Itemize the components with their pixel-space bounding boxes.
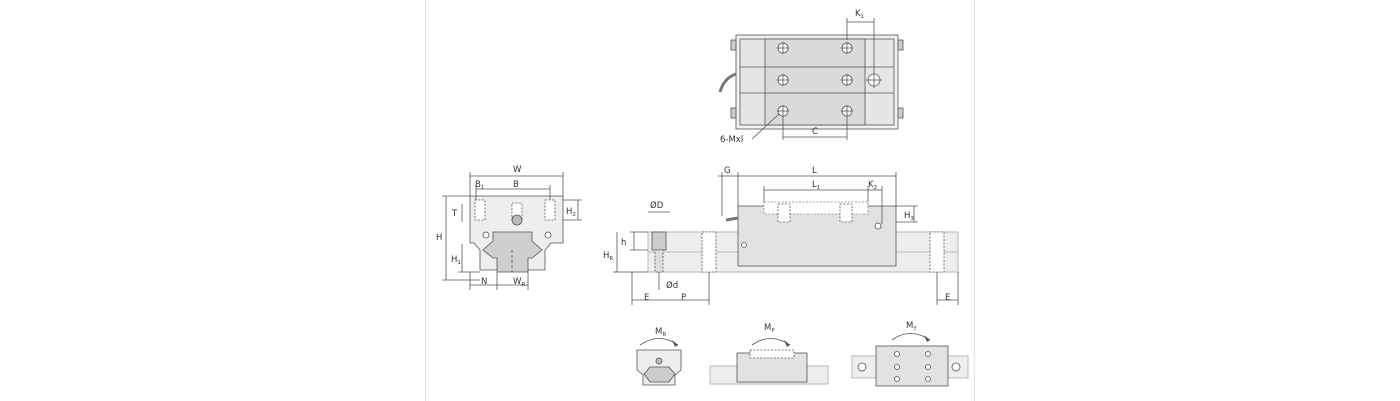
od-small-label: Ød: [666, 280, 678, 291]
end-cap-bl: [730, 107, 737, 119]
end-hole-icon: [866, 72, 882, 88]
e-right-label: E: [945, 293, 950, 303]
block-side: [737, 205, 897, 267]
tap-hole-side-right: [839, 203, 853, 223]
l-label: L: [812, 166, 817, 176]
counterbore-d: [651, 231, 667, 251]
g-label: G: [724, 166, 731, 176]
bolt-hole-d: [654, 249, 664, 273]
t-label: T: [451, 209, 458, 219]
moment-mr-view: [636, 338, 682, 386]
moment-my-view: [851, 333, 969, 387]
top-view: [718, 18, 904, 140]
h-label: H: [436, 233, 442, 243]
k2-label: K2: [868, 180, 877, 191]
h-small-label: h: [621, 238, 626, 248]
k1-label: K1: [855, 9, 864, 20]
b-label: B: [513, 180, 519, 190]
wr-label: WR: [513, 277, 525, 288]
end-seal-screw-icon: [874, 222, 882, 230]
hr-label: HR: [603, 251, 613, 262]
b1-label: B1: [475, 180, 484, 191]
mounting-hole-icon: [777, 105, 789, 117]
holes-leader: [751, 113, 780, 140]
w-label: W: [513, 165, 522, 175]
moment-arrow-icon: [751, 338, 791, 346]
mounting-hole-icon: [777, 74, 789, 86]
end-view-rail: [482, 231, 543, 273]
seal-screw-icon: [482, 231, 490, 239]
mounting-hole-icon: [841, 74, 853, 86]
mp-label: MP: [764, 323, 775, 334]
grease-nipple-icon: [725, 216, 739, 222]
h2-label: H2: [566, 207, 576, 218]
moment-arrow-icon: [891, 333, 931, 341]
n-label: N: [481, 277, 487, 287]
end-view: [442, 172, 582, 290]
tap-hole-left: [474, 199, 486, 221]
mr-label: MR: [655, 327, 666, 338]
mounting-hole-icon: [841, 42, 853, 54]
seal-screw-icon: [544, 231, 552, 239]
lube-port-icon: [511, 214, 523, 226]
side-view: [613, 172, 959, 305]
end-cap-tr: [897, 39, 904, 51]
l1-label: L1: [812, 180, 820, 191]
holes-label: 6-Mxl: [720, 135, 743, 145]
h3-label: H3: [904, 211, 914, 222]
rail-hole-1: [701, 231, 717, 273]
end-seal-screw-icon: [741, 242, 747, 248]
moment-arrow-icon: [639, 338, 679, 346]
mounting-hole-icon: [841, 105, 853, 117]
c-label: C: [812, 127, 818, 137]
tap-hole-side-left: [777, 203, 791, 223]
end-cap-tl: [730, 39, 737, 51]
grease-nipple-icon: [718, 72, 737, 93]
moment-mp-view: [709, 338, 829, 385]
h1-label: H1: [451, 255, 461, 266]
od-big-label: ØD: [650, 200, 664, 211]
rail-hole-2: [929, 231, 945, 273]
e-left-label: E: [644, 293, 649, 303]
tap-hole-right: [544, 199, 556, 221]
my-label: MY: [906, 321, 917, 332]
end-cap-br: [897, 107, 904, 119]
drawing-frame: [425, 0, 975, 401]
mounting-hole-icon: [777, 42, 789, 54]
p-label: P: [681, 293, 686, 303]
